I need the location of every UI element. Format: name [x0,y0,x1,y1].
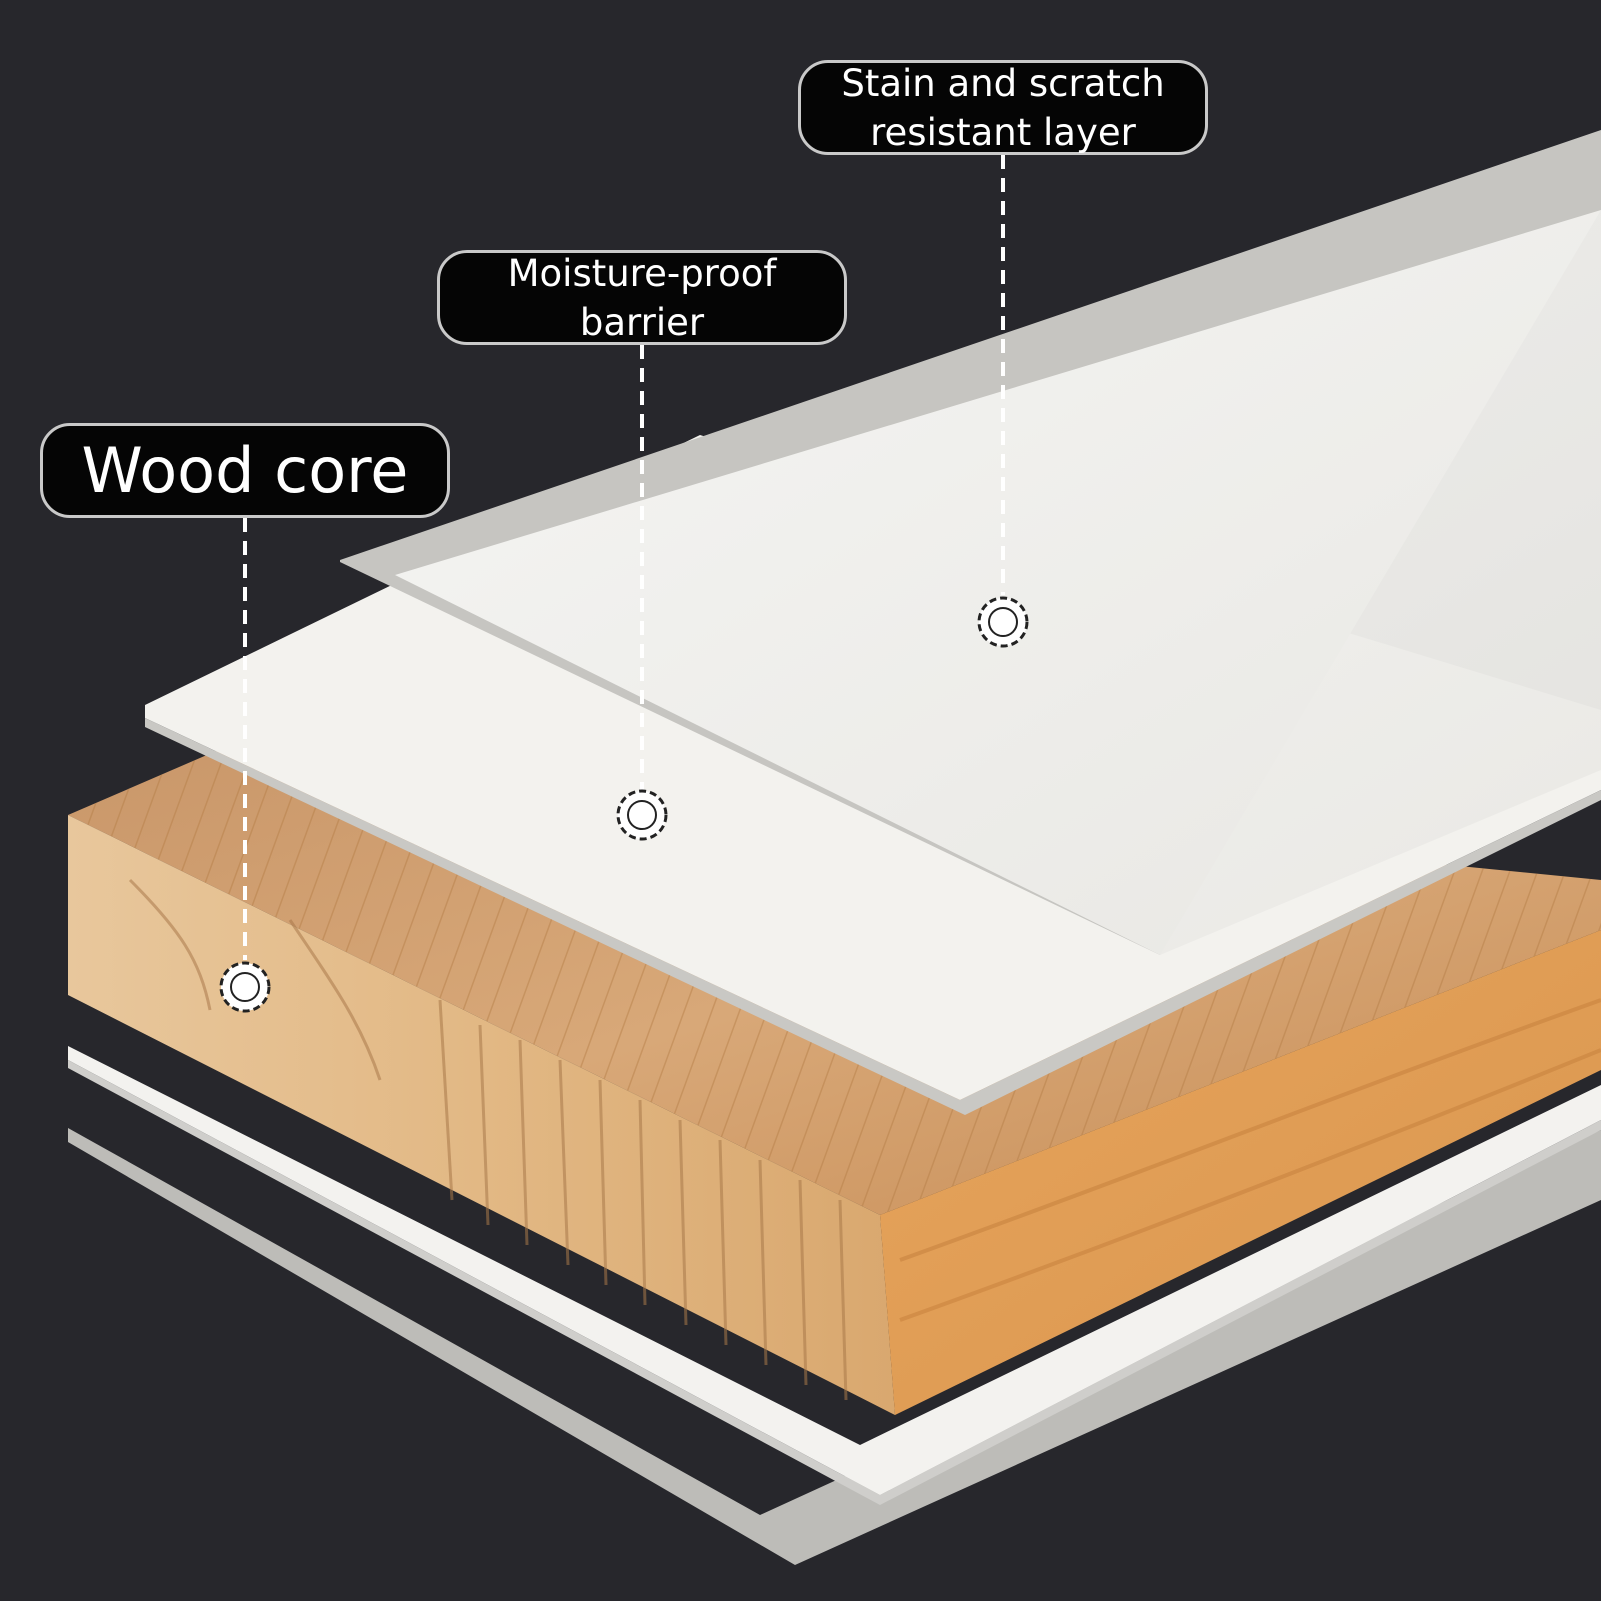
wood-core-front [68,815,895,1415]
wood-target-marker [219,961,271,1013]
moisture-barrier-label: Moisture-proof barrier [437,250,847,345]
stain-scratch-label: Stain and scratch resistant layer [798,60,1208,155]
wood-core-right [880,930,1601,1415]
wood-core-label: Wood core [40,423,450,518]
moisture-target-marker [616,789,668,841]
stain-scratch-layer [395,210,1601,955]
lower-balance-sheet [68,1046,1601,1495]
stain-target-marker [977,596,1029,648]
